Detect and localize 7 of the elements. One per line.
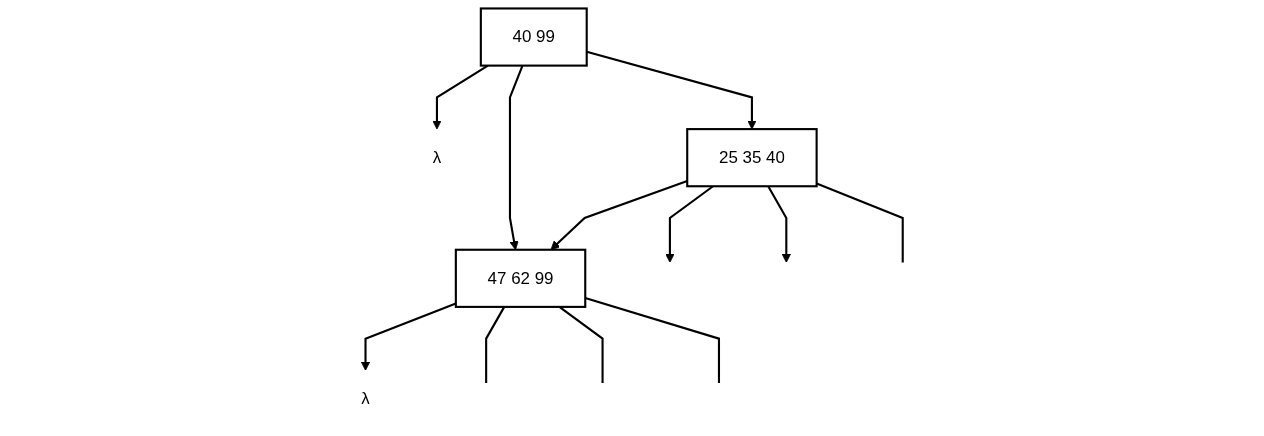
node-text: λ — [432, 148, 442, 167]
node-box: 25 35 40 — [686, 128, 818, 188]
arrow — [360, 302, 457, 371]
node-box: 47 62 99 — [454, 248, 587, 308]
node-box: 40 99 — [479, 7, 588, 67]
arrow — [586, 50, 757, 130]
node-text: λ — [361, 389, 370, 408]
